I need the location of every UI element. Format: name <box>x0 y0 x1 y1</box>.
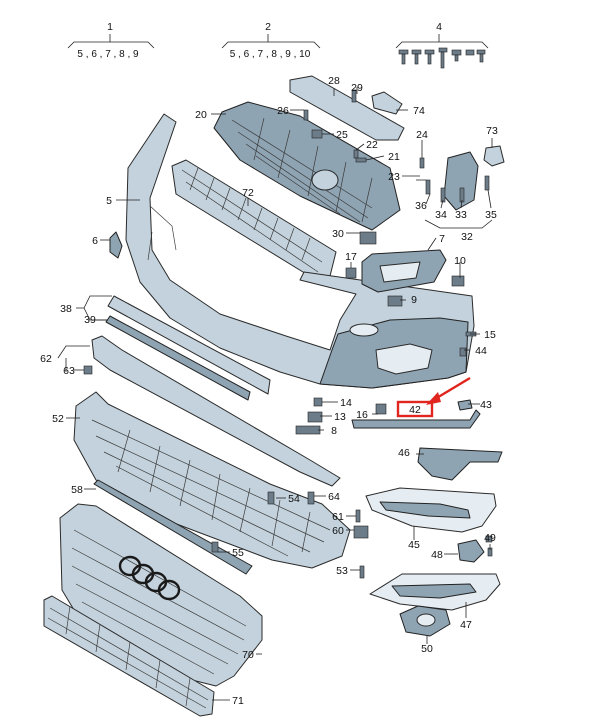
callout-52: 52 <box>52 413 64 425</box>
lower-grille <box>43 595 215 717</box>
highlight-box <box>396 400 434 418</box>
front-grille <box>59 503 263 687</box>
callout-36: 36 <box>415 200 427 212</box>
callout-8: 8 <box>331 425 337 437</box>
callout-23: 23 <box>388 171 400 183</box>
header-group-2: 2 5 , 6 , 7 , 8 , 9 , 10 <box>221 21 321 60</box>
callout-1: 1 <box>107 21 113 33</box>
sensor-bracket <box>361 249 447 293</box>
callout-64: 64 <box>328 491 340 503</box>
callout-7: 7 <box>439 233 445 245</box>
header-group-1: 1 5 , 6 , 7 , 8 , 9 <box>67 21 155 60</box>
callout-50: 50 <box>421 643 433 655</box>
callout-60: 60 <box>332 525 344 537</box>
side-trim-piece <box>109 231 123 259</box>
callout-20: 20 <box>195 109 207 121</box>
callout-48: 48 <box>431 549 443 561</box>
callout-61: 61 <box>332 511 344 523</box>
trim-frame-47 <box>369 573 501 611</box>
callout-2-note: 5 , 6 , 7 , 8 , 9 , 10 <box>230 49 311 60</box>
upper-lattice-grille <box>171 159 337 281</box>
callout-25: 25 <box>336 129 348 141</box>
callout-43: 43 <box>480 399 492 411</box>
grille-frame <box>213 101 401 231</box>
callout-58: 58 <box>71 484 83 496</box>
trim-panel-46 <box>417 447 503 481</box>
callout-45: 45 <box>408 539 420 551</box>
callout-53: 53 <box>336 565 348 577</box>
callout-14: 14 <box>340 397 352 409</box>
brand-rings <box>118 555 181 601</box>
callout-30: 30 <box>332 228 344 240</box>
callout-numbers: 20 26 25 22 21 28 29 74 24 73 23 36 34 3… <box>40 75 498 707</box>
trim-bracket <box>289 75 405 141</box>
trim-frame-45 <box>365 487 497 533</box>
callout-38: 38 <box>60 303 72 315</box>
callout-72: 72 <box>242 187 254 199</box>
callout-6: 6 <box>92 235 98 247</box>
lower-spoiler <box>91 335 341 487</box>
callout-44: 44 <box>475 345 487 357</box>
callout-42: 42 <box>409 404 421 416</box>
callout-32: 32 <box>461 231 473 243</box>
callout-22: 22 <box>366 139 378 151</box>
callout-21: 21 <box>388 151 400 163</box>
callout-54: 54 <box>288 493 300 505</box>
highlight-42 <box>396 376 471 418</box>
callout-62: 62 <box>40 353 52 365</box>
header-group-4: 4 <box>395 21 489 69</box>
callout-1-note: 5 , 6 , 7 , 8 , 9 <box>77 49 139 60</box>
callout-26: 26 <box>277 105 289 117</box>
callout-33: 33 <box>455 209 467 221</box>
callout-24: 24 <box>416 129 428 141</box>
callout-9: 9 <box>411 294 417 306</box>
callout-47: 47 <box>460 619 472 631</box>
lower-trim-strip <box>351 409 481 429</box>
callout-74: 74 <box>413 105 425 117</box>
clip-43 <box>457 399 473 411</box>
side-bracket-assembly <box>419 145 505 211</box>
callout-5: 5 <box>106 195 112 207</box>
leader-lines <box>57 87 493 701</box>
bumper-cover <box>125 113 475 389</box>
callout-28: 28 <box>328 75 340 87</box>
callout-4: 4 <box>436 21 442 33</box>
callout-10: 10 <box>454 255 466 267</box>
callout-15: 15 <box>484 329 496 341</box>
callout-39: 39 <box>84 314 96 326</box>
callout-29: 29 <box>351 82 363 94</box>
fastener-set <box>398 47 486 69</box>
callout-71: 71 <box>232 695 244 707</box>
callout-13: 13 <box>334 411 346 423</box>
callout-63: 63 <box>63 365 75 377</box>
callout-17: 17 <box>345 251 357 263</box>
highlight-arrow-head <box>426 392 441 405</box>
bezel-50 <box>399 605 451 637</box>
callout-35: 35 <box>485 209 497 221</box>
callout-70: 70 <box>242 649 254 661</box>
callout-2: 2 <box>265 21 271 33</box>
callout-46: 46 <box>398 447 410 459</box>
callout-49: 49 <box>484 532 496 544</box>
callout-16: 16 <box>356 409 368 421</box>
grille-carrier <box>73 391 351 569</box>
callout-73: 73 <box>486 125 498 137</box>
callout-34: 34 <box>435 209 447 221</box>
callout-55: 55 <box>232 547 244 559</box>
sensor-48 <box>457 539 485 563</box>
